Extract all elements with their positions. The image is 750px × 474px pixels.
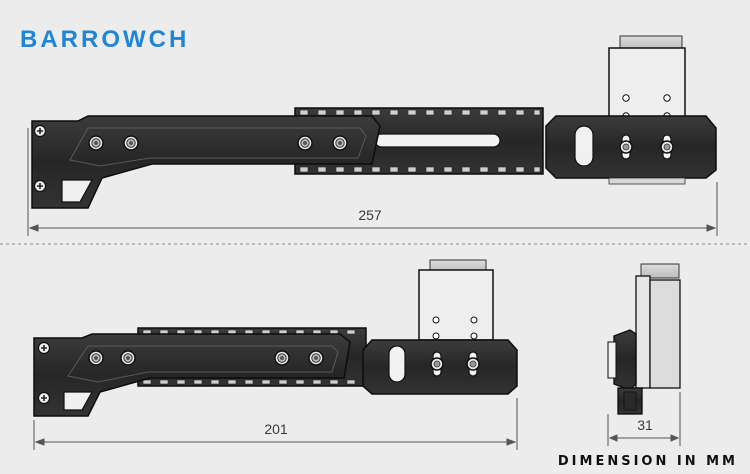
brand-logo: BARROWCH (20, 26, 189, 53)
hex-screw-icon (88, 135, 104, 151)
top-dimension-line (27, 128, 718, 236)
dimension-unit-label: DIMENSION IN MM (558, 454, 738, 469)
hex-screw-icon (308, 350, 324, 366)
thumbscrew-icon (660, 134, 674, 160)
hex-screw-icon (332, 135, 348, 151)
top-dimension-label: 257 (358, 207, 382, 223)
bottom-left-arm (33, 333, 351, 417)
phillips-screw-icon (37, 391, 51, 405)
thumbscrew-icon (619, 134, 633, 160)
top-left-cutout (61, 179, 94, 203)
top-left-arm (31, 115, 381, 209)
bottom-left-cutout (63, 391, 94, 411)
top-rail-slot (374, 133, 501, 148)
hex-screw-icon (297, 135, 313, 151)
top-rail-teeth (299, 109, 541, 173)
hex-screw-icon (120, 350, 136, 366)
bottom-dimension-label: 201 (264, 421, 288, 437)
phillips-screw-icon (33, 124, 47, 138)
side-dimension-line (607, 392, 681, 446)
bottom-bracket-drawing (33, 259, 518, 417)
top-bracket-drawing (31, 35, 717, 209)
hex-screw-icon (274, 350, 290, 366)
bottom-rail-teeth (142, 329, 356, 385)
top-mount-plate (608, 47, 686, 127)
bottom-mount-plate (418, 269, 494, 341)
hex-screw-icon (123, 135, 139, 151)
phillips-screw-icon (33, 179, 47, 193)
bottom-dimension-line (33, 398, 518, 450)
side-dimension-label: 31 (637, 417, 653, 433)
phillips-screw-icon (37, 341, 51, 355)
side-view-drawing (607, 263, 681, 415)
thumbscrew-icon (466, 351, 480, 377)
hex-screw-icon (88, 350, 104, 366)
thumbscrew-icon (430, 351, 444, 377)
